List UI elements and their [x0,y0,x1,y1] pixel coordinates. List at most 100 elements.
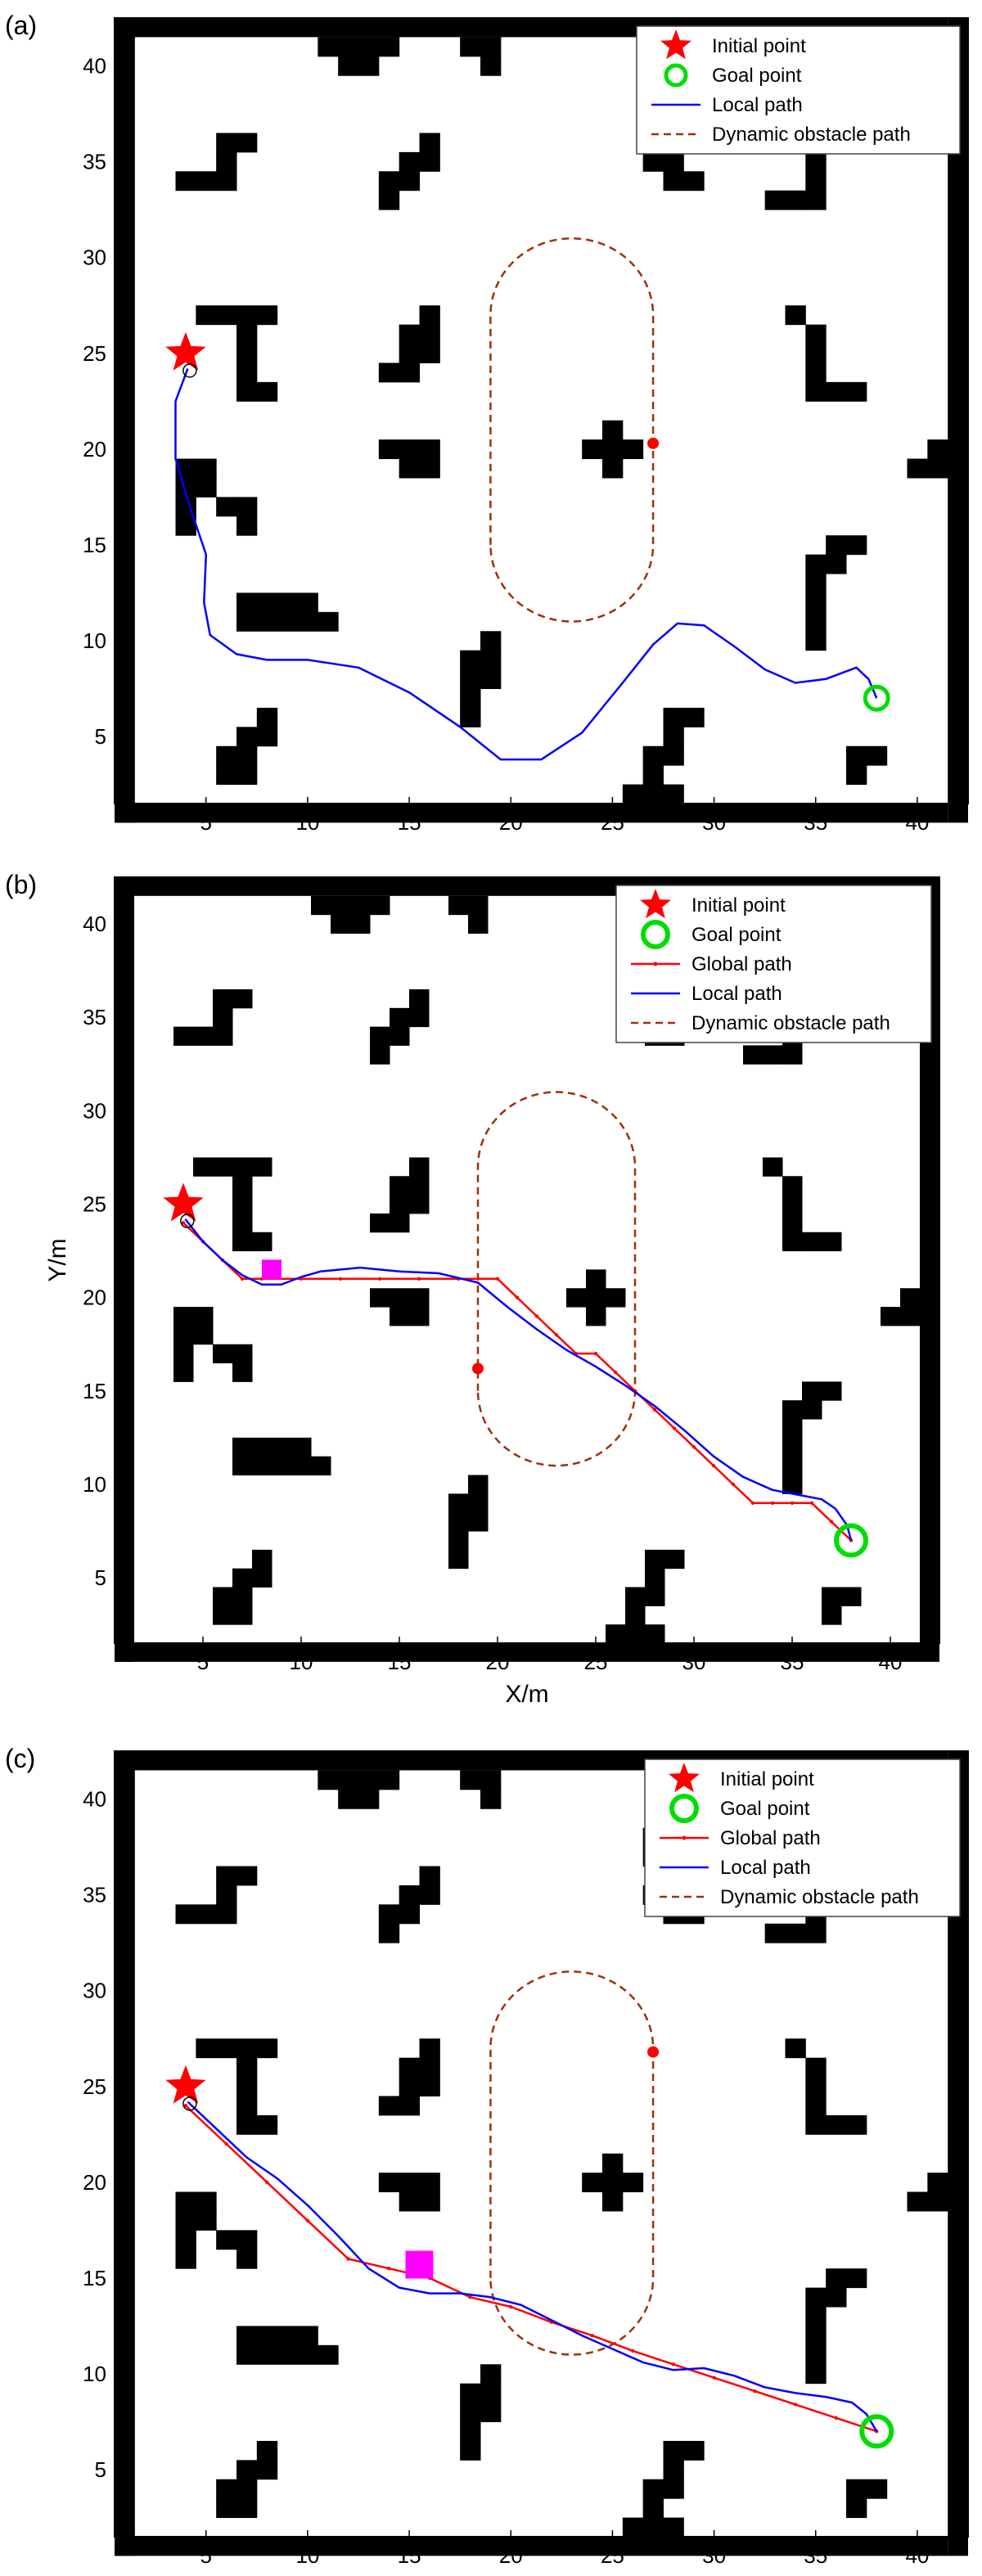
obstacle-block [236,611,339,632]
obstacle-block [802,1381,842,1401]
obstacle-block [642,745,684,766]
obstacle-block [370,1045,390,1065]
x-tick-label: 40 [879,1650,903,1674]
legend-entry-label: Dynamic obstacle path [691,1012,890,1034]
y-tick-label: 25 [83,341,106,366]
global-path-node [240,1277,245,1281]
obstacle-block [805,554,827,651]
obstacle-block [586,1307,606,1326]
global-path-node [495,1277,500,1281]
x-tick-label: 20 [499,810,523,835]
global-path-node [753,2389,757,2394]
y-tick-label: 20 [83,2170,106,2195]
x-tick-label: 25 [601,810,624,835]
obstacle-block [175,2210,196,2250]
obstacle-block [378,190,400,210]
obstacle-block [468,1475,489,1494]
global-path-node [750,1501,755,1505]
dynamic-obstacle-path [489,237,655,623]
obstacle-block [175,477,196,517]
x-tick-label: 30 [702,2543,726,2568]
obstacle-block [642,151,684,172]
local-path-line [184,1218,853,1541]
legend-entry-label: Initial point [691,894,786,916]
obstacle-block [196,2210,217,2231]
global-path-node [509,2304,513,2309]
obstacle-block [252,1232,273,1252]
global-path-node [468,2295,472,2299]
obstacle-block [419,1866,440,1886]
initial-point-star [165,2065,206,2104]
obstacle-block [175,1904,237,1925]
obstacle-block [582,2173,644,2193]
obstacle-block [193,1157,273,1177]
obstacle-block [216,1866,258,1886]
obstacle-block [826,535,867,556]
obstacle-block [826,2268,867,2289]
map-wall [115,804,948,823]
obstacle-block [236,2326,318,2346]
obstacle-block [175,516,196,536]
global-path-node [305,2218,310,2222]
obstacle-block [419,2038,440,2059]
obstacle-block [399,2191,440,2212]
legend-goal-circle-icon [641,920,670,949]
obstacle-block [256,707,278,727]
obstacle-block [216,2479,258,2499]
y-tick-label: 5 [95,1565,106,1590]
obstacle-block [216,2498,258,2519]
global-path-node [652,1407,657,1412]
obstacle-block [399,1885,440,1905]
obstacle-block [566,1288,626,1308]
obstacle-block [232,1437,312,1457]
obstacle-block [318,1770,400,1790]
obstacle-block [175,2249,196,2269]
obstacle-block [173,1325,194,1364]
obstacle-block [582,439,644,460]
x-tick-label: 35 [781,1650,804,1674]
obstacle-block [622,784,684,804]
obstacle-block [378,171,420,191]
obstacle-block [216,2230,237,2250]
obstacle-block [460,2421,481,2461]
global-path-node [534,1314,539,1318]
x-tick-label: 25 [584,1650,608,1674]
dynamic-obstacle-path [489,1970,655,2356]
obstacle-block [480,1789,502,1809]
obstacle-block [907,458,948,479]
obstacle-block [602,458,624,479]
obstacle-block [232,1456,331,1476]
obstacle-block [782,1400,803,1494]
obstacle-block [193,1325,214,1345]
global-path-node [829,1520,834,1524]
obstacle-block [409,1157,430,1177]
obstacle-block [409,989,430,1009]
x-tick-label: 40 [905,2543,929,2568]
obstacle-block [642,765,664,786]
obstacle-block [805,2287,827,2385]
legend-entry-label: Local path [712,94,803,116]
global-path-line [185,2105,877,2433]
obstacle-block [378,1904,420,1925]
x-tick-label: 15 [398,2543,421,2568]
obstacle-block [805,2057,827,2135]
obstacle-block [642,2498,664,2519]
obstacle-block [232,1344,253,1382]
y-tick-label: 5 [95,724,106,749]
initial-point-star [163,1182,204,1222]
obstacle-block [622,2517,684,2538]
obstacle-block [175,171,237,191]
start-pose-circle [180,1214,195,1228]
x-tick-label: 10 [295,2543,319,2568]
obstacle-block [213,1007,233,1028]
obstacle-block [802,1232,842,1252]
map-wall [115,2537,948,2556]
map-wall [115,877,134,1662]
global-path-node [671,2362,676,2367]
obstacle-block [460,37,502,57]
y-tick-label: 20 [83,437,106,462]
x-tick-label: 15 [398,810,421,835]
